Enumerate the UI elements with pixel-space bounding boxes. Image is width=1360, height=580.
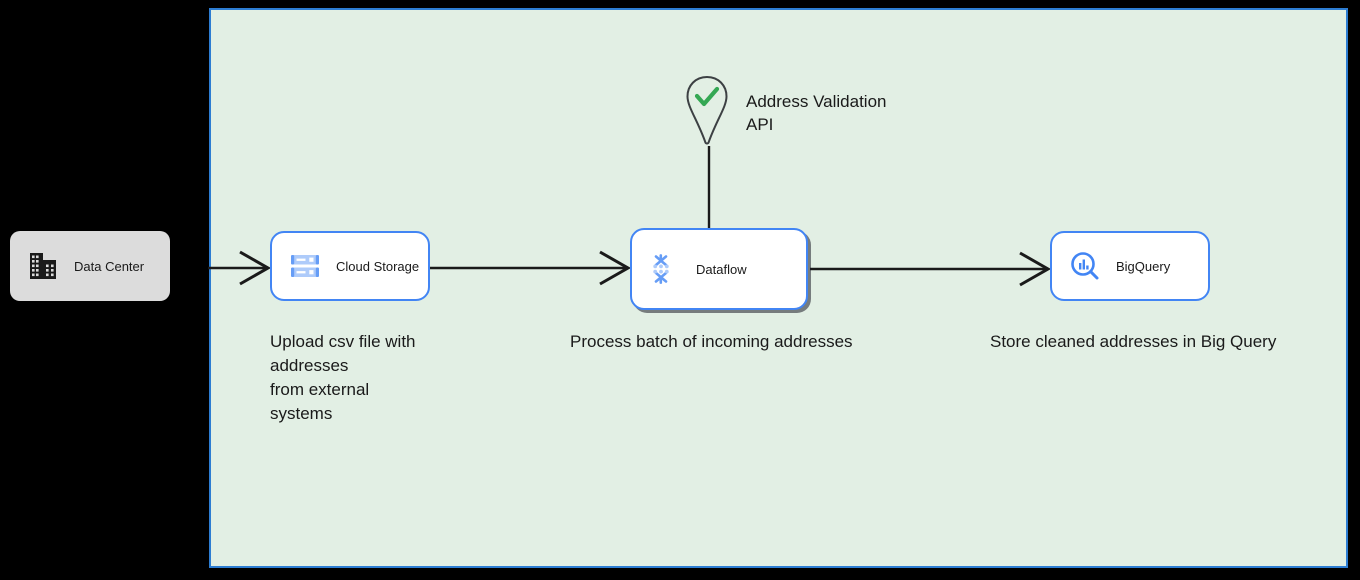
node-dataflow-label: Dataflow [696,261,747,277]
node-cloud-storage-label: Cloud Storage [336,258,420,274]
node-bigquery-label: BigQuery [1116,258,1171,274]
map-pin-check-icon [684,74,730,146]
node-data-center[interactable]: Data Center [10,231,170,301]
node-address-validation-api-label: Address Validation API [746,92,887,134]
caption-store: Store cleaned addresses in Big Query [990,332,1277,351]
node-cloud-storage[interactable]: Cloud Storage [270,231,430,301]
caption-process: Process batch of incoming addresses [570,332,853,351]
node-bigquery[interactable]: BigQuery [1050,231,1210,301]
node-data-center-label: Data Center [74,258,145,274]
building-icon [28,251,58,281]
dataflow-icon [648,252,682,286]
caption-upload: Upload csv file with addresses from exte… [270,332,416,423]
node-dataflow[interactable]: Dataflow [630,228,808,310]
cloud-storage-icon [288,249,322,283]
node-address-validation-api[interactable]: Address Validation API [684,74,944,150]
bigquery-icon [1068,249,1102,283]
